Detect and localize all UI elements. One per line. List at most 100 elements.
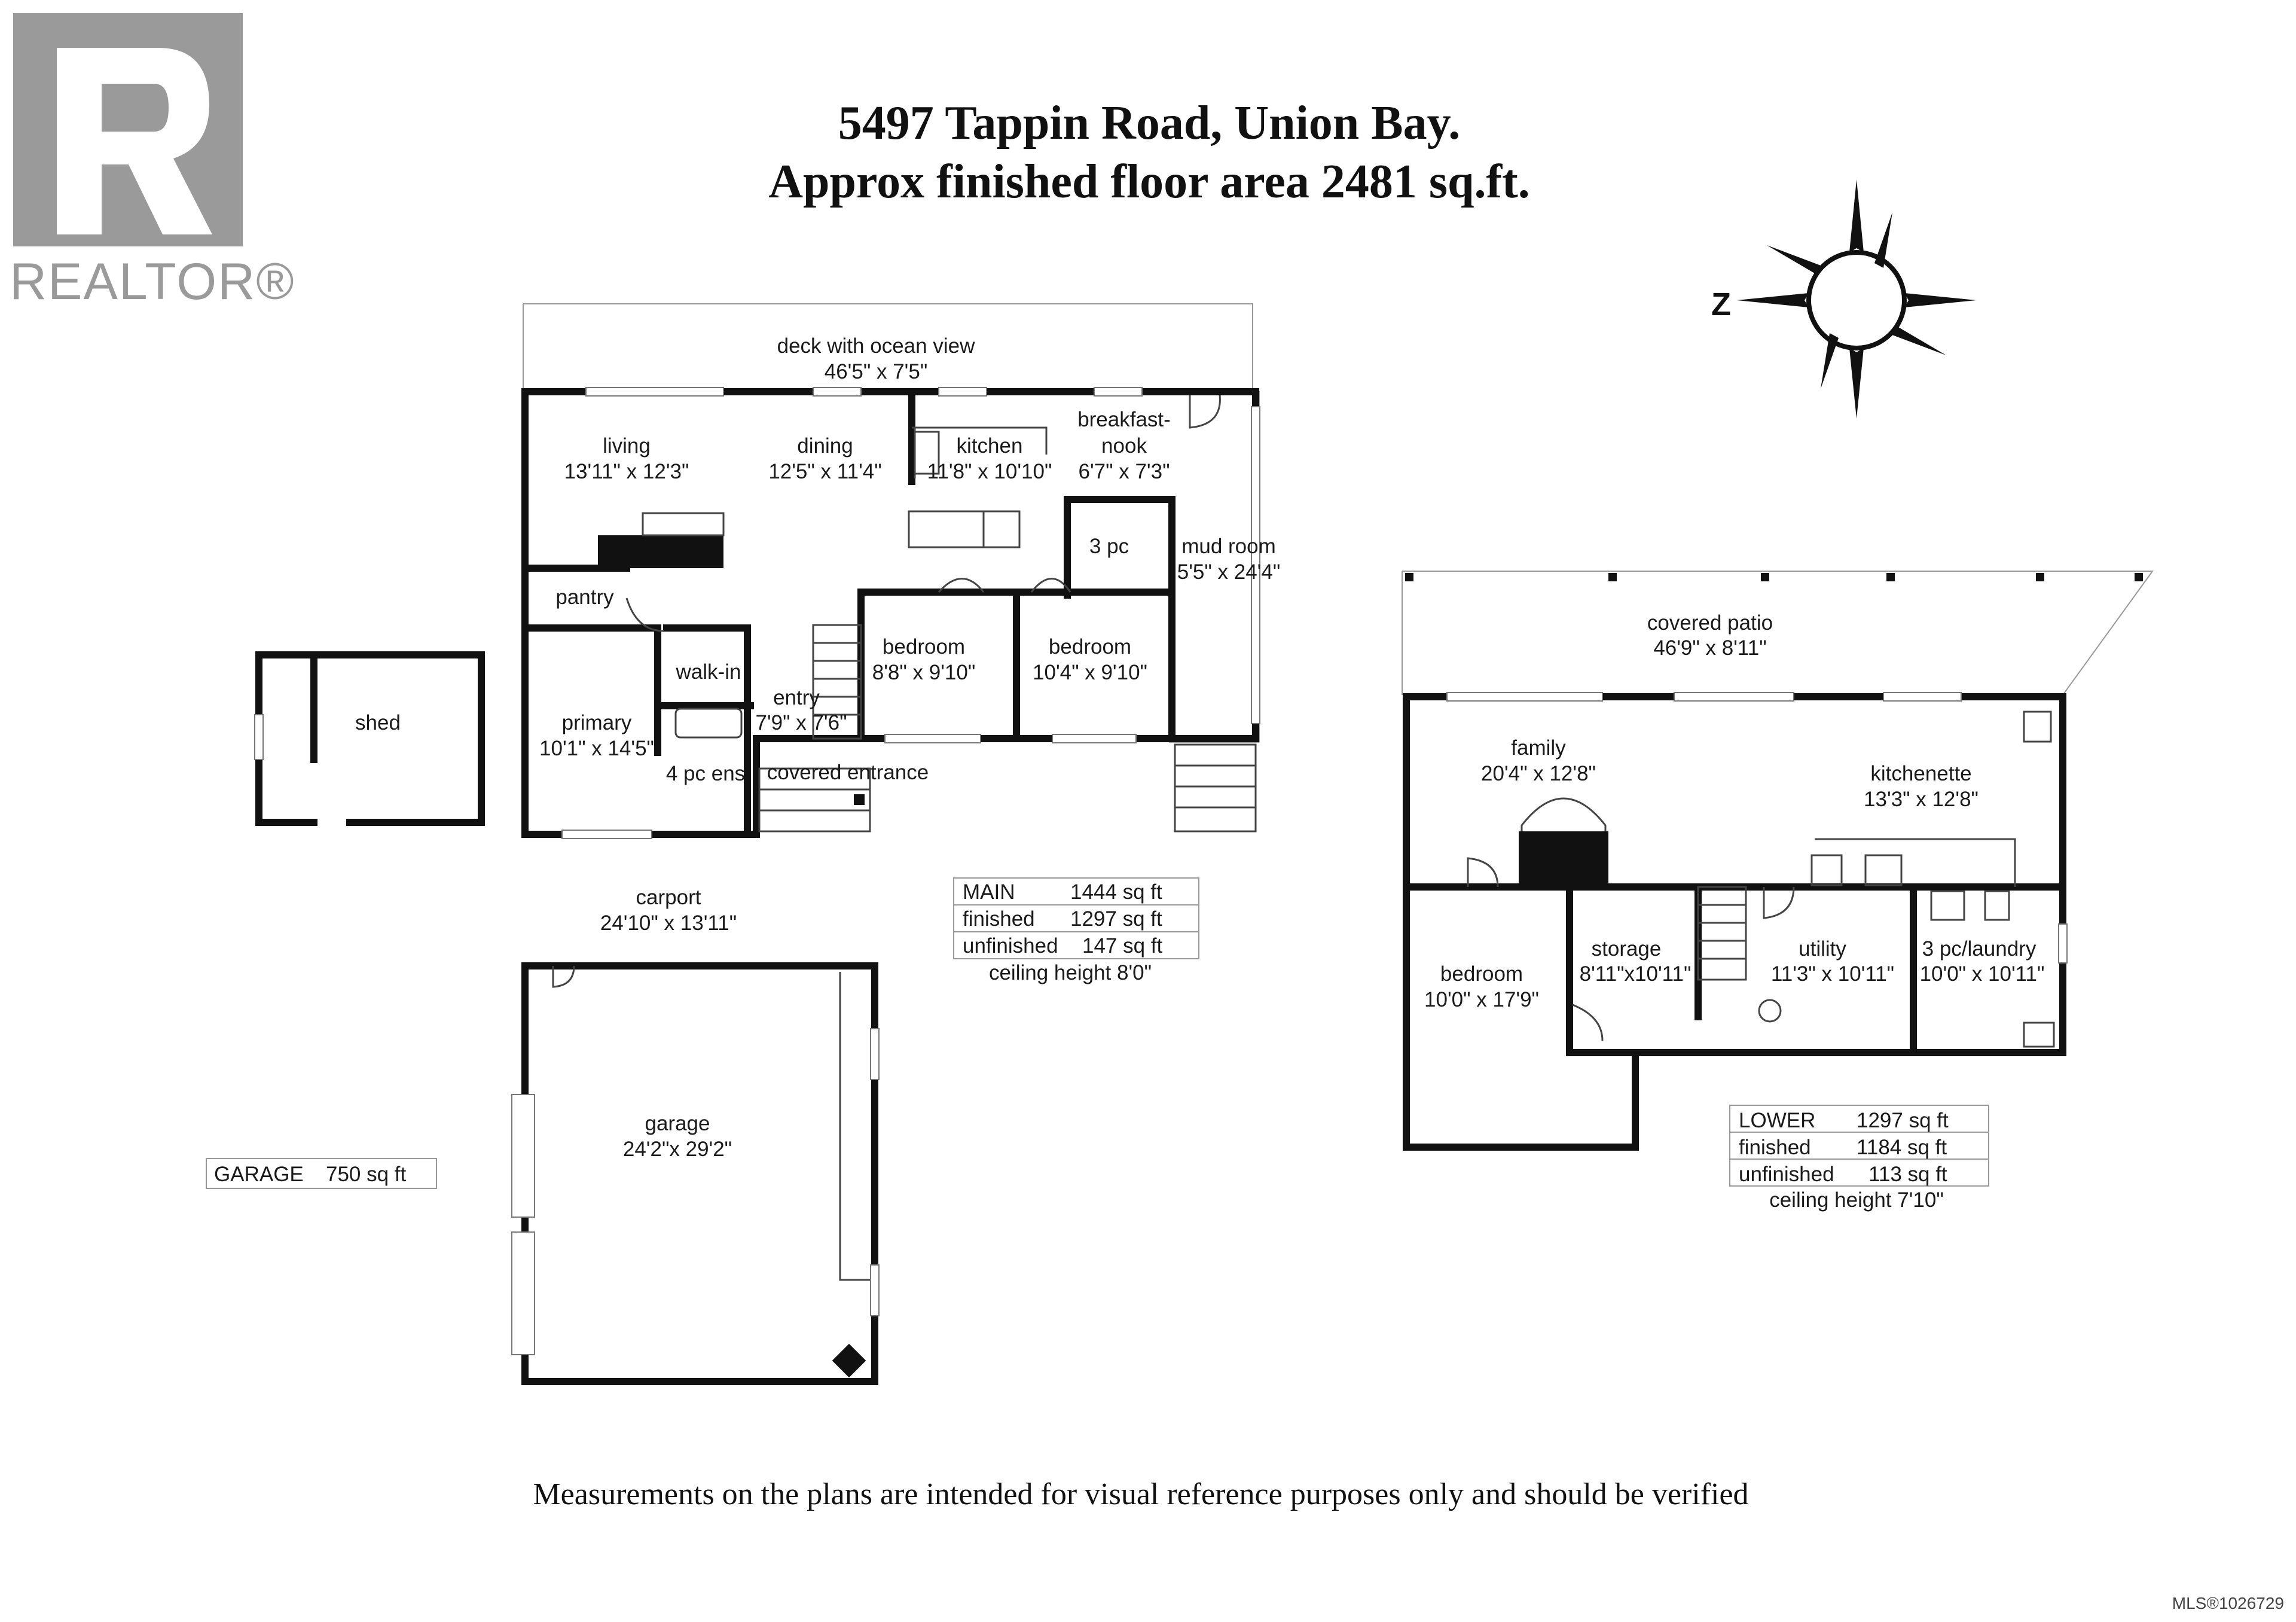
garage-shelf <box>839 972 870 1281</box>
fireplace <box>598 535 723 568</box>
bedroom2-door <box>1030 578 1071 593</box>
utility-tank <box>1758 999 1782 1023</box>
primary-top-wall <box>521 624 661 756</box>
utility-door <box>1763 886 1795 919</box>
disclaimer-text: Measurements on the plans are intended f… <box>533 1477 1748 1511</box>
kitchenette-box2 <box>1864 854 1903 886</box>
lower-summary-value-1: 1184 sq ft <box>1857 1136 1947 1159</box>
main-summary-label-1: finished <box>963 907 1035 931</box>
room-dim-kitchenette: 13'3" x 12'8" <box>1864 788 1979 811</box>
room-dim-lower-bedroom: 10'0" x 17'9" <box>1424 988 1539 1011</box>
room-dim-kitchen: 11'8" x 10'10" <box>927 460 1052 483</box>
main-summary-value-1: 1297 sq ft <box>1070 907 1162 931</box>
garage-plan: carport 24'10" x 13'11" garage 24'2"x 29… <box>511 886 880 1385</box>
room-dim-patio: 46'9" x 8'11" <box>1653 636 1766 660</box>
lower-stairs <box>1697 886 1747 981</box>
lower-windows <box>1446 692 2068 964</box>
fireplace-hearth <box>642 512 725 536</box>
mls-number: MLS®1026729 <box>2172 1594 2284 1612</box>
room-dim-deck: 46'5" x 7'5" <box>825 360 928 383</box>
lower-fireplace <box>1519 831 1608 887</box>
room-name-utility: utility <box>1799 937 1846 961</box>
kitchen-island <box>908 510 1021 548</box>
room-dim-storage: 8'11"x10'11" <box>1580 962 1692 986</box>
walkin-wall <box>663 624 751 838</box>
room-dim-breakfast: 6'7" x 7'3" <box>1078 460 1170 483</box>
room-name-garage: garage <box>645 1112 710 1135</box>
room-dim-living: 13'11" x 12'3" <box>564 460 689 483</box>
lower-summary-label-2: unfinished <box>1739 1163 1834 1186</box>
room-dim-mudroom: 5'5" x 24'4" <box>1177 560 1281 584</box>
dishwasher <box>982 510 1021 548</box>
shed-wall <box>255 651 485 826</box>
compass-rose-icon <box>1737 179 1976 419</box>
kitchenette-box1 <box>1810 854 1843 886</box>
shed-west-wall <box>255 651 317 826</box>
room-name-living: living <box>603 434 651 458</box>
room-name-storage: storage <box>1592 937 1662 961</box>
mud-room-steps <box>1174 743 1257 833</box>
room-dim-carport: 24'10" x 13'11" <box>600 911 737 935</box>
room-dim-dining: 12'5" x 11'4" <box>768 460 881 483</box>
room-name-bedroom2: bedroom <box>1049 635 1131 658</box>
garage-summary-value: 750 sq ft <box>326 1163 407 1186</box>
lower-summary-value-2: 113 sq ft <box>1868 1163 1947 1186</box>
room-name-pantry: pantry <box>555 586 614 609</box>
main-summary-box: MAIN 1444 sq ft finished 1297 sq ft unfi… <box>953 877 1199 984</box>
garage-summary-box: GARAGE 750 sq ft <box>206 1158 437 1189</box>
realtor-r-glyph <box>57 48 212 234</box>
lower-floor-labels: covered patio 46'9" x 8'11" family 20'4"… <box>1424 611 2044 1011</box>
main-summary-value-2: 147 sq ft <box>1082 934 1163 958</box>
pantry-door <box>625 597 664 632</box>
room-name-ensuite: 4 pc ens <box>666 762 745 785</box>
room-name-primary: primary <box>562 711 632 734</box>
room-name-covered-entrance: covered entrance <box>767 761 929 784</box>
room-dim-primary: 10'1" x 14'5" <box>539 737 654 760</box>
deck-outline <box>523 303 1253 392</box>
room-name-bedroom1: bedroom <box>883 635 965 658</box>
laundry-shower <box>1930 890 1965 921</box>
garage-door <box>552 965 575 988</box>
room-name-kitchen: kitchen <box>957 434 1023 458</box>
shed-plan: shed <box>254 651 485 826</box>
main-floor-labels: deck with ocean view 46'5" x 7'5" living… <box>539 334 1280 785</box>
room-dim-utility: 11'3" x 10'11" <box>1771 962 1894 986</box>
room-dim-entry: 7'9" x 7'6" <box>755 711 847 734</box>
laundry-sink <box>1984 890 2010 921</box>
room-name-breakfast: breakfast- <box>1077 408 1171 431</box>
room-dim-bedroom2: 10'4" x 9'10" <box>1033 661 1147 684</box>
room-dim-laundry: 10'0" x 10'11" <box>1920 962 2045 986</box>
room-name-entry: entry <box>773 686 820 709</box>
room-name-kitchenette: kitchenette <box>1870 762 1971 785</box>
storage-door <box>1572 1004 1604 1041</box>
room-dim-garage: 24'2"x 29'2" <box>623 1138 732 1161</box>
room-name-shed: shed <box>355 711 401 734</box>
lower-ceiling-height: ceiling height 7'10" <box>1769 1188 1944 1212</box>
bedroom1-door <box>938 578 985 593</box>
lower-hearth <box>1521 797 1607 831</box>
garage-wall <box>521 962 878 1385</box>
room-name-laundry: 3 pc/laundry <box>1922 937 2037 961</box>
room-name-family: family <box>1511 736 1566 760</box>
bath-wall <box>1064 496 1176 599</box>
room-name-mudroom: mud room <box>1181 535 1276 558</box>
realtor-logo[interactable]: REALTOR® <box>10 13 295 310</box>
realtor-wordmark: REALTOR® <box>10 253 295 310</box>
mudroom-door <box>1189 394 1221 429</box>
page-subtitle: Approx finished floor area 2481 sq.ft. <box>768 156 1529 208</box>
garage-summary-label: GARAGE <box>214 1163 304 1186</box>
main-summary-label-2: unfinished <box>963 934 1058 958</box>
room-dim-bedroom1: 8'8" x 9'10" <box>872 661 976 684</box>
room-name-carport: carport <box>636 886 701 909</box>
entry-stairs <box>812 624 862 740</box>
kitchenette-counter <box>1815 838 2016 887</box>
lower-summary-value-0: 1297 sq ft <box>1857 1109 1949 1132</box>
patio-outline <box>1402 571 2154 696</box>
ensuite-tub <box>674 708 743 739</box>
lower-summary-box: LOWER 1297 sq ft finished 1184 sq ft unf… <box>1729 1105 1989 1212</box>
main-summary-value-0: 1444 sq ft <box>1070 880 1162 904</box>
room-name-dining: dining <box>797 434 853 458</box>
lower-summary-label-1: finished <box>1739 1136 1811 1159</box>
kitchenette-stove <box>2023 711 2052 743</box>
